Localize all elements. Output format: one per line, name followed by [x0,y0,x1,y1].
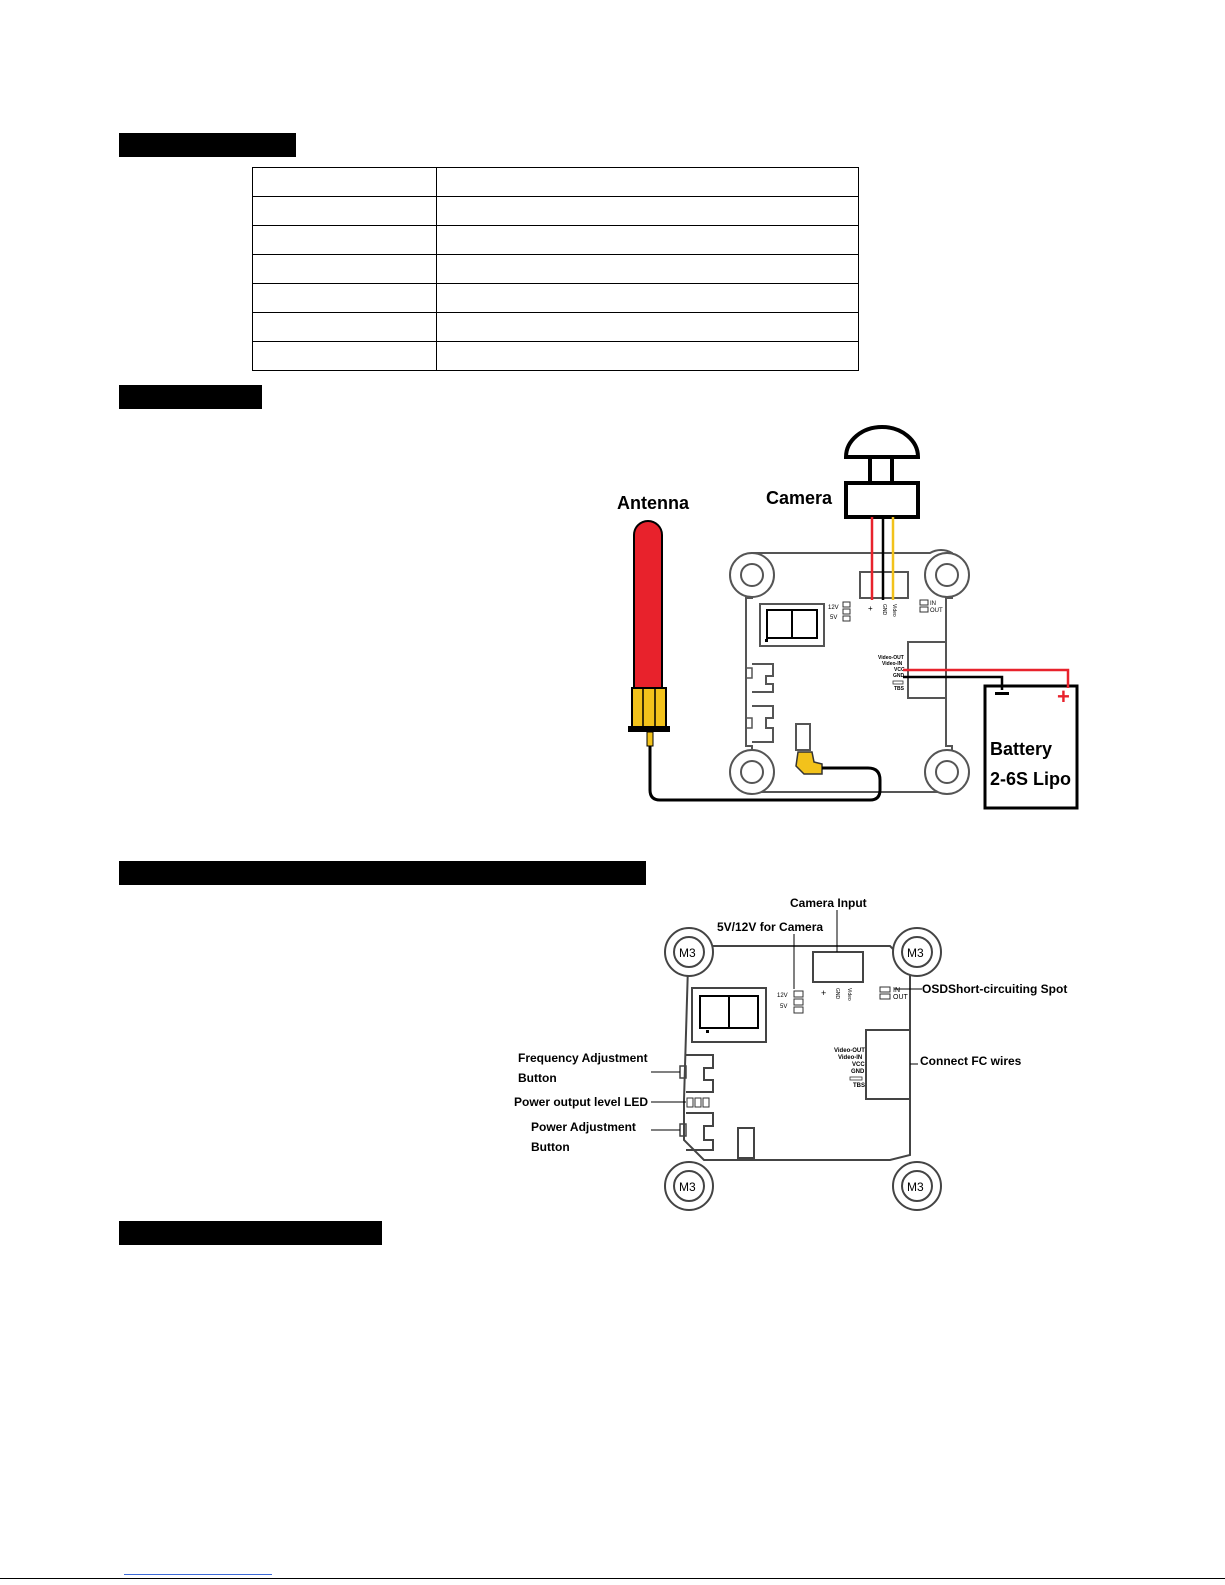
battery-label: Battery [990,739,1052,759]
label-in: IN [930,601,936,607]
label-5v: 5V [830,615,837,621]
label-vcc: VCC [894,667,905,673]
section-heading-layout [119,861,646,885]
footer-link-underline [124,1574,272,1575]
label-video-out: Video-OUT [878,655,904,661]
table-row [252,283,859,313]
layout-power-button[interactable] [686,1112,714,1151]
osd-spot-label: OSDShort-circuiting Spot [922,982,1067,996]
power-level-led [686,1097,710,1108]
pin-gnd-label: GND [881,604,887,616]
m3-hole-bottom-left: M3 [664,1161,714,1211]
table-row [252,196,859,226]
layout-pin-plus: + [821,988,826,998]
layout-label-in: IN [893,987,900,994]
label-12v: 12V [828,605,839,611]
layout-fc-connector [865,1029,911,1100]
layout-board-outline [683,945,911,1161]
layout-label-out: OUT [893,994,909,1001]
label-video-in: Video-IN [882,661,903,667]
mount-hole-bottom-left [729,749,775,795]
mount-hole-top-right [924,552,970,598]
table-cell [436,341,859,371]
label-gnd: GND [893,673,905,679]
battery-terminal-plus: + [1057,684,1070,709]
vtx-board-outline [745,549,953,793]
camera-dome [843,425,921,459]
svg-text:M3: M3 [679,946,696,960]
camera-label: Camera [766,488,833,508]
antenna-label: Antenna [617,493,690,513]
section-heading-wiring [119,385,262,409]
svg-text:M3: M3 [679,1180,696,1194]
battery-terminal-minus [995,692,1009,695]
layout-led-display [691,987,767,1043]
mount-hole-bottom-right [924,749,970,795]
svg-text:M3: M3 [907,946,924,960]
table-row [252,341,859,371]
table-cell [436,225,859,255]
antenna-cable [648,746,882,802]
layout-label-vcc: VCC [852,1062,865,1068]
frequency-button[interactable] [752,663,774,693]
layout-pin-gnd: GND [834,988,840,1000]
layout-label-video-out: Video-OUT [834,1048,865,1054]
layout-label-5v: 5V [780,1004,787,1010]
led-display [759,603,825,647]
layout-antenna-port [737,1127,755,1159]
layout-frequency-button[interactable] [686,1054,714,1093]
power-button-label: Power Adjustment [531,1120,636,1134]
pin-plus-label: + [868,604,873,613]
battery-wire-gnd [903,675,1004,690]
table-cell [252,341,437,371]
frequency-button-label-2: Button [518,1071,557,1085]
connect-fc-label: Connect FC wires [920,1054,1022,1068]
battery-wire-vcc [903,668,1070,688]
specifications-table [252,167,859,371]
antenna-port [795,723,811,751]
mount-hole-top-left [729,552,775,598]
section-heading-specifications [119,133,296,157]
table-cell [436,196,859,226]
svg-text:M3: M3 [907,1180,924,1194]
camera-input-label: Camera Input [790,896,867,910]
m3-hole-bottom-right: M3 [892,1161,942,1211]
pin-video-label: Video [891,604,897,617]
layout-pin-video: Video [846,988,852,1001]
m3-hole-top-left: M3 [664,927,714,977]
antenna-body [633,520,663,689]
frequency-button-label: Frequency Adjustment [518,1051,648,1065]
table-row [252,167,859,197]
power-button[interactable] [752,705,774,743]
power-led-label: Power output level LED [514,1095,648,1109]
table-cell [436,167,859,197]
layout-camera-connector [812,951,864,983]
power-for-camera-label: 5V/12V for Camera [717,920,823,934]
layout-label-gnd: GND [851,1069,865,1075]
section-heading-operation [119,1221,382,1245]
battery-body [983,684,1079,810]
layout-label-12v: 12V [777,993,788,999]
label-tbs: TBS [894,686,905,692]
camera-body [844,481,920,519]
footer-rule [0,1578,1225,1579]
layout-label-video-in: Video-IN [838,1055,862,1061]
antenna-connector [631,687,667,729]
label-out: OUT [930,608,943,614]
layout-label-tbs: TBS [853,1083,865,1089]
m3-hole-top-right: M3 [892,927,942,977]
power-button-label-2: Button [531,1140,570,1154]
battery-type-label: 2-6S Lipo [990,769,1071,789]
